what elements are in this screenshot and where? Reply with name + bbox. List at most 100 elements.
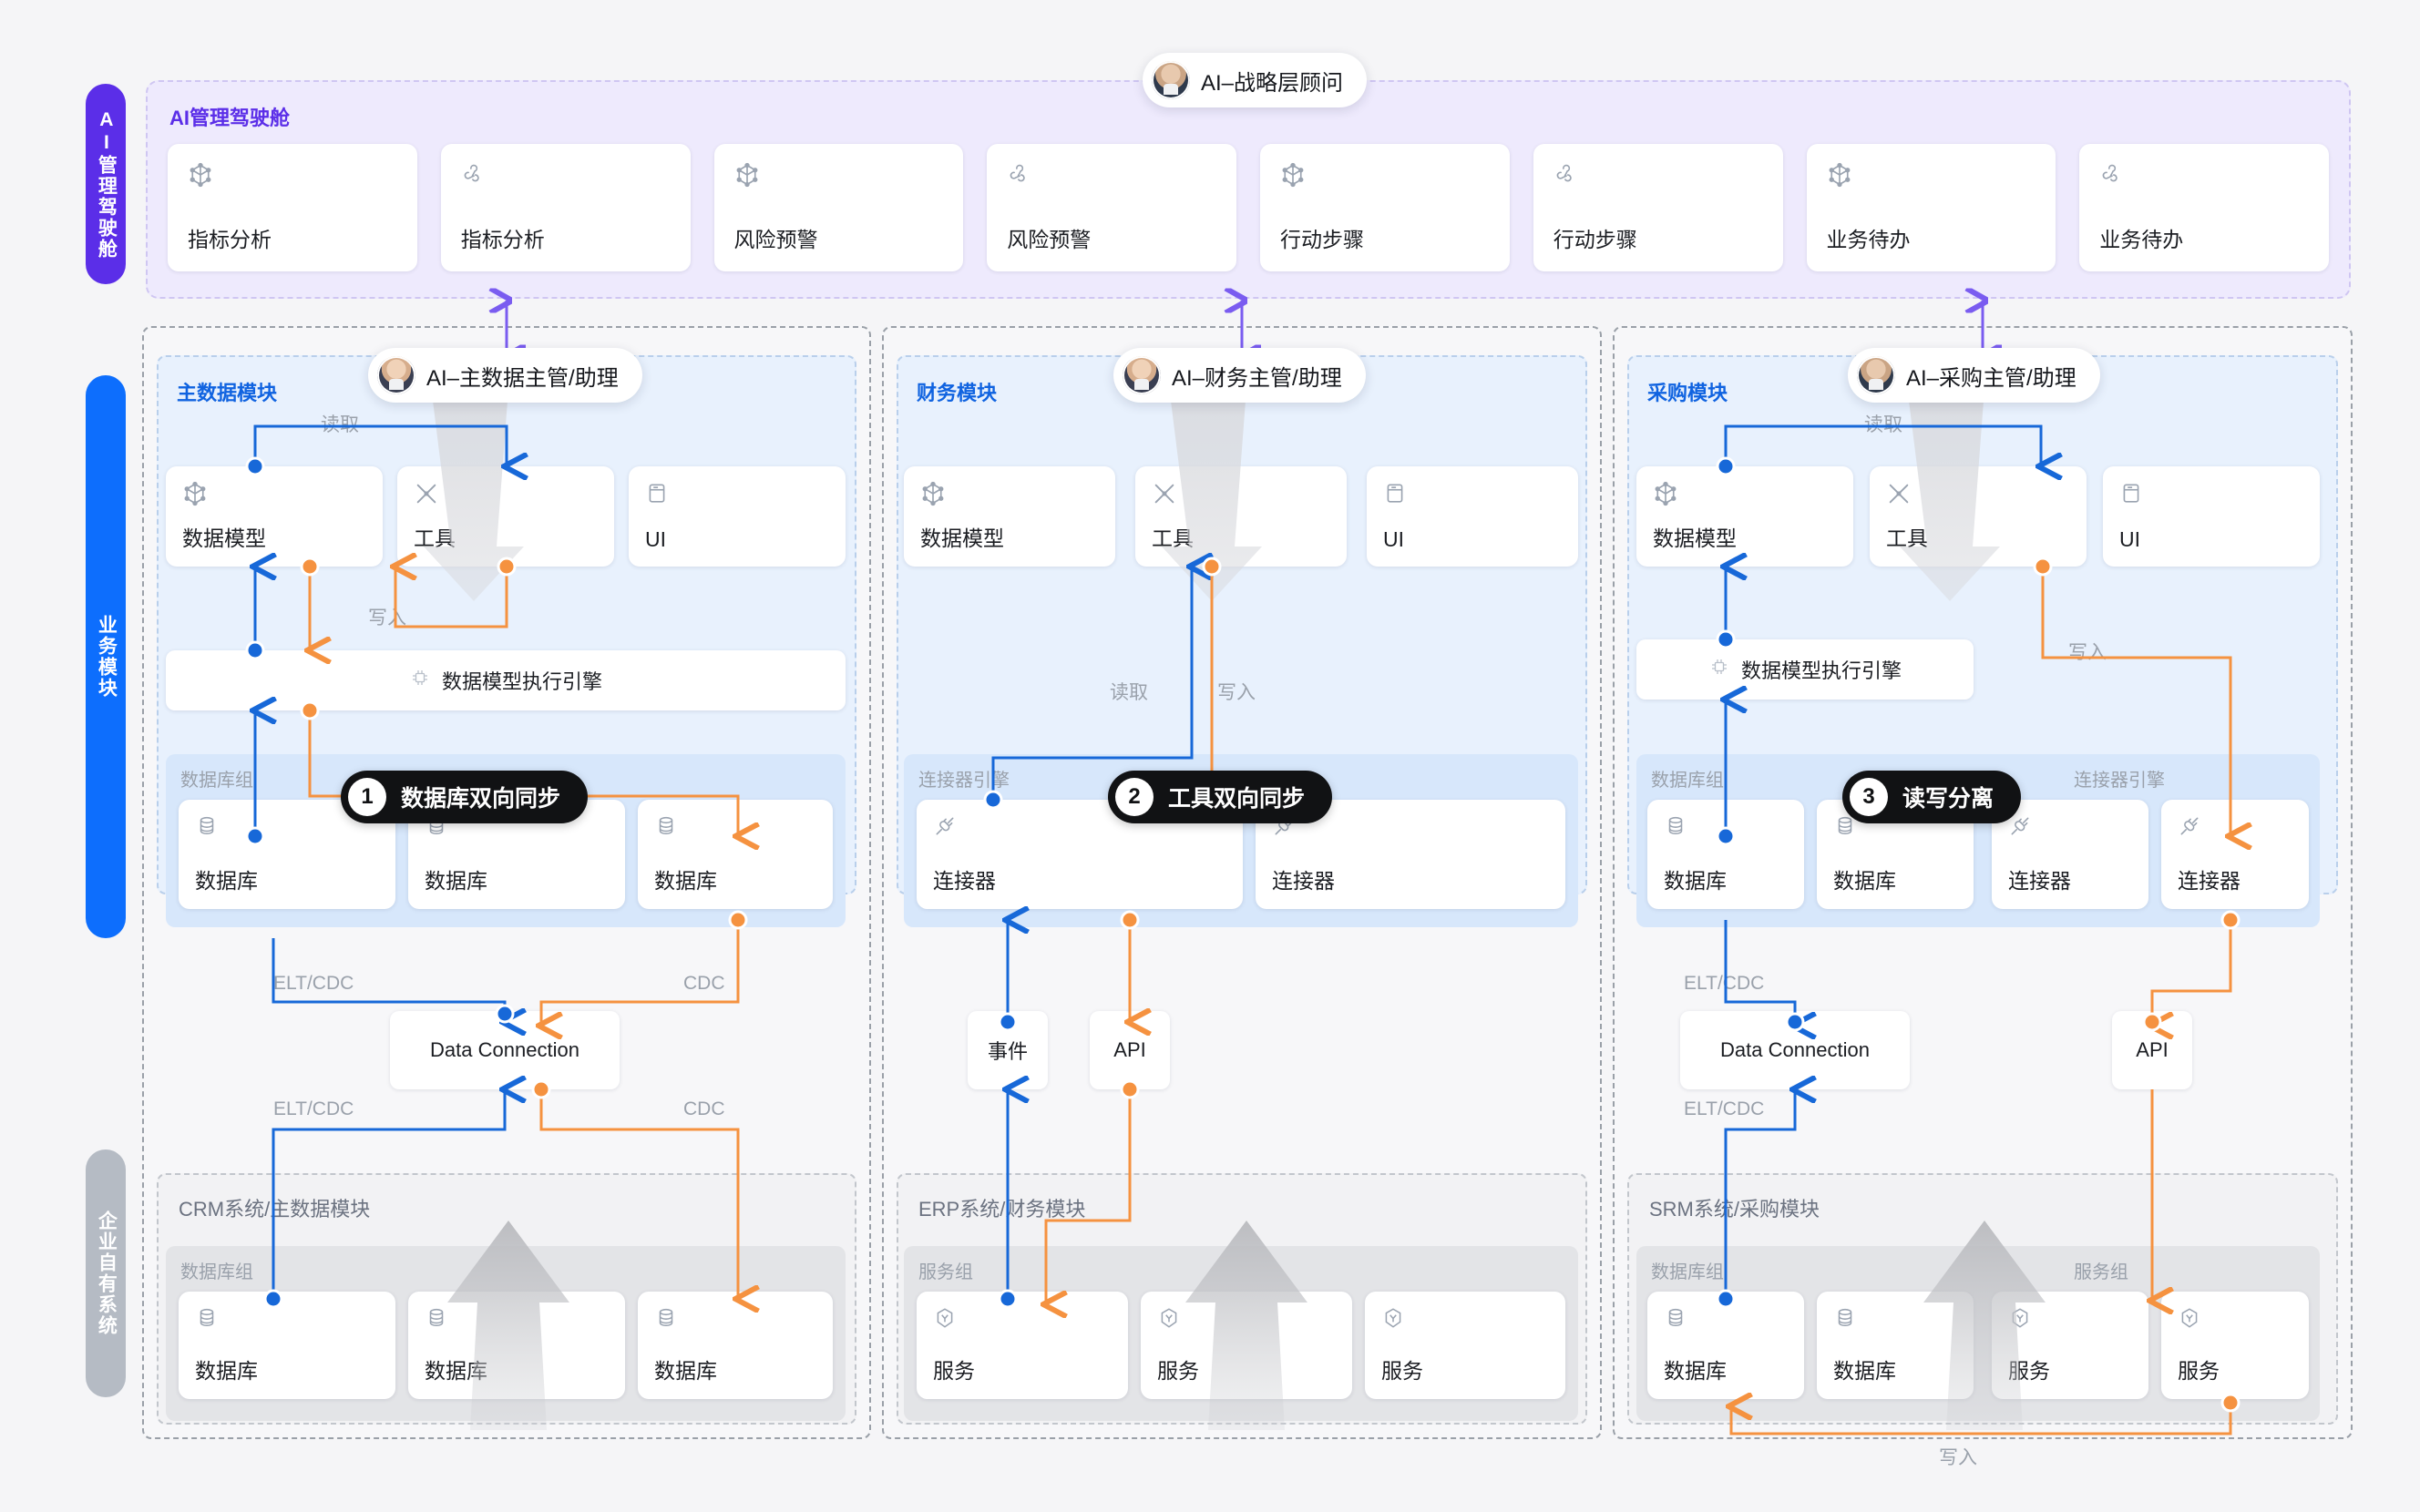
card-database[interactable]: 数据库 bbox=[1817, 1292, 1974, 1399]
card-label: 数据模型 bbox=[920, 526, 1004, 550]
window-icon bbox=[2119, 481, 2303, 509]
rail-ai-cockpit: AI管理驾驶舱 bbox=[86, 84, 126, 284]
database-icon bbox=[195, 814, 379, 843]
cockpit-card[interactable]: 风险预警 bbox=[713, 144, 964, 271]
card-label: 服务 bbox=[2008, 1359, 2050, 1383]
card-label: UI bbox=[1383, 527, 1404, 551]
chip-icon bbox=[409, 667, 431, 694]
card-connector[interactable]: 连接器 bbox=[2161, 800, 2309, 909]
cube-node-icon bbox=[188, 162, 397, 192]
agent-name: AI–财务主管/助理 bbox=[1172, 365, 1342, 391]
card-label: 连接器 bbox=[933, 869, 996, 893]
system-title: ERP系统/财务模块 bbox=[918, 1198, 1086, 1221]
card-tools[interactable]: 工具 bbox=[397, 466, 614, 567]
card-label: 数据库 bbox=[195, 869, 258, 893]
engine-label: 数据模型执行引擎 bbox=[1740, 659, 1902, 682]
cube-node-icon bbox=[1827, 162, 2036, 192]
card-data-model[interactable]: 数据模型 bbox=[1636, 466, 1853, 567]
card-service[interactable]: 服务 bbox=[1365, 1292, 1565, 1399]
card-ui[interactable]: UI bbox=[2103, 466, 2320, 567]
edge-label-elt-cdc-top: ELT/CDC bbox=[1684, 973, 1765, 994]
agent-badge-procurement[interactable]: AI–采购主管/助理 bbox=[1848, 348, 2100, 403]
node-label: API bbox=[2136, 1038, 2169, 1061]
card-label: 连接器 bbox=[2008, 869, 2071, 893]
card-label: UI bbox=[2119, 527, 2140, 551]
card-label: 数据库 bbox=[654, 1359, 717, 1383]
step-text: 数据库双向同步 bbox=[401, 786, 561, 812]
card-data-model[interactable]: 数据模型 bbox=[166, 466, 383, 567]
edge-label-cdc-bottom: CDC bbox=[683, 1098, 725, 1119]
card-connector[interactable]: 连接器 bbox=[917, 800, 1243, 909]
card-label: 工具 bbox=[1152, 526, 1194, 550]
node-data-connection-1[interactable]: Data Connection bbox=[390, 1011, 620, 1089]
engine-data-model-3[interactable]: 数据模型执行引擎 bbox=[1636, 639, 1974, 700]
card-label: 服务 bbox=[1157, 1359, 1199, 1383]
card-ui[interactable]: UI bbox=[1367, 466, 1578, 567]
card-database[interactable]: 数据库 bbox=[638, 1292, 833, 1399]
rail-business-label: 业务模块 bbox=[96, 615, 118, 699]
card-ui[interactable]: UI bbox=[629, 466, 846, 567]
card-service[interactable]: 服务 bbox=[1992, 1292, 2148, 1399]
card-database[interactable]: 数据库 bbox=[1647, 1292, 1804, 1399]
card-database[interactable]: 数据库 bbox=[638, 800, 833, 909]
agent-badge-master-data[interactable]: AI–主数据主管/助理 bbox=[368, 348, 642, 403]
card-database[interactable]: 数据库 bbox=[179, 1292, 395, 1399]
engine-data-model-1[interactable]: 数据模型执行引擎 bbox=[166, 650, 846, 710]
card-service[interactable]: 服务 bbox=[2161, 1292, 2309, 1399]
step-badge-3: 3 读写分离 bbox=[1842, 771, 2022, 823]
rail-enterprise-systems: 企业自有系统 bbox=[86, 1149, 126, 1397]
service-icon bbox=[933, 1306, 1112, 1334]
card-database[interactable]: 数据库 bbox=[1647, 800, 1804, 909]
step-number: 2 bbox=[1115, 778, 1154, 816]
cube-node-icon bbox=[182, 481, 366, 511]
card-label: 连接器 bbox=[1272, 869, 1335, 893]
card-data-model[interactable]: 数据模型 bbox=[904, 466, 1115, 567]
module-title: 主数据模块 bbox=[177, 382, 278, 404]
agent-name: AI–采购主管/助理 bbox=[1906, 365, 2076, 391]
card-tools[interactable]: 工具 bbox=[1870, 466, 2087, 567]
node-api-3[interactable]: API bbox=[2112, 1011, 2192, 1089]
card-service[interactable]: 服务 bbox=[1141, 1292, 1352, 1399]
ai-cockpit-panel: AI管理驾驶舱 指标分析 指标分析 风险预警 风险预警 行动步骤 bbox=[146, 80, 2351, 299]
node-label: Data Connection bbox=[430, 1038, 579, 1061]
cockpit-card-label: 风险预警 bbox=[1007, 228, 1092, 251]
card-connector[interactable]: 连接器 bbox=[1992, 800, 2148, 909]
connector-icon bbox=[2178, 814, 2292, 843]
card-tools[interactable]: 工具 bbox=[1135, 466, 1347, 567]
card-database[interactable]: 数据库 bbox=[408, 1292, 625, 1399]
card-label: 数据模型 bbox=[182, 526, 266, 550]
edge-label-elt-cdc-top: ELT/CDC bbox=[273, 973, 354, 994]
cockpit-card[interactable]: 行动步骤 bbox=[1533, 144, 1783, 271]
card-label: 数据模型 bbox=[1653, 526, 1737, 550]
edge-label-write-bottom: 写入 bbox=[1939, 1447, 1977, 1468]
cockpit-card-label: 指标分析 bbox=[188, 228, 272, 251]
step-number: 1 bbox=[348, 778, 386, 816]
cockpit-card-row: 指标分析 指标分析 风险预警 风险预警 行动步骤 行动步骤 业务待办 bbox=[168, 144, 2329, 271]
cockpit-card[interactable]: 业务待办 bbox=[2079, 144, 2329, 271]
cockpit-card[interactable]: 业务待办 bbox=[1806, 144, 2056, 271]
step-badge-2: 2 工具双向同步 bbox=[1108, 771, 1333, 823]
cockpit-card-label: 业务待办 bbox=[2099, 228, 2184, 251]
card-service[interactable]: 服务 bbox=[917, 1292, 1128, 1399]
edge-label-read: 读取 bbox=[1110, 682, 1148, 703]
tools-icon bbox=[1152, 481, 1330, 511]
database-icon bbox=[1833, 814, 1957, 843]
cube-node-icon bbox=[1653, 481, 1837, 511]
service-icon bbox=[1157, 1306, 1336, 1334]
node-api[interactable]: API bbox=[1090, 1011, 1170, 1089]
node-event[interactable]: 事件 bbox=[968, 1011, 1048, 1089]
cockpit-card[interactable]: 指标分析 bbox=[168, 144, 417, 271]
group-title: 数据库组 bbox=[180, 771, 253, 791]
agent-badge-strategy[interactable]: AI–战略层顾问 bbox=[1143, 53, 1368, 107]
group-title: 数据库组 bbox=[180, 1262, 253, 1282]
agent-badge-finance[interactable]: AI–财务主管/助理 bbox=[1113, 348, 1366, 403]
cockpit-card[interactable]: 风险预警 bbox=[987, 144, 1236, 271]
node-data-connection-3[interactable]: Data Connection bbox=[1680, 1011, 1910, 1089]
cockpit-card[interactable]: 行动步骤 bbox=[1260, 144, 1510, 271]
card-label: 数据库 bbox=[1664, 1359, 1727, 1383]
webhook-icon bbox=[1554, 162, 1763, 190]
cockpit-card[interactable]: 指标分析 bbox=[440, 144, 691, 271]
edge-label-read: 读取 bbox=[1864, 414, 1902, 435]
tools-icon bbox=[1886, 481, 2070, 511]
